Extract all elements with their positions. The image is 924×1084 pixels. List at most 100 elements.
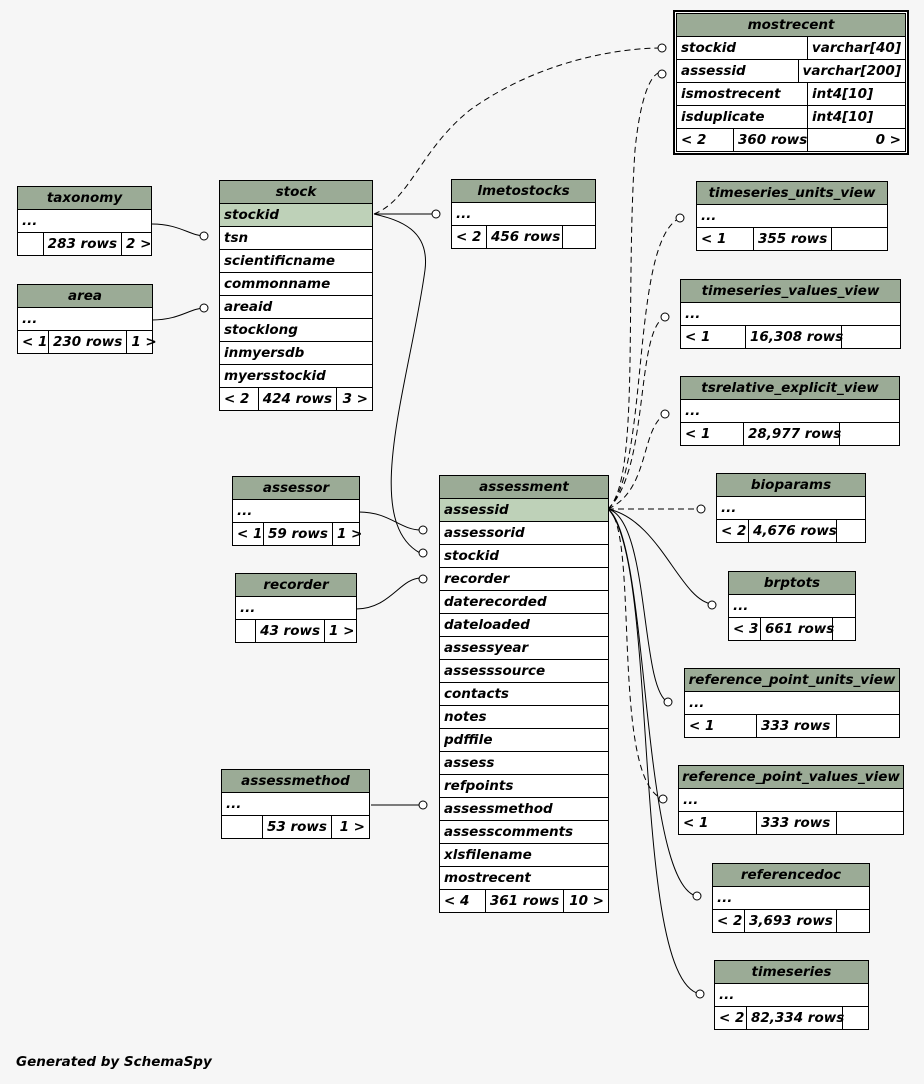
column-row[interactable]: ...	[681, 400, 899, 423]
column-row[interactable]: dateloaded	[440, 614, 608, 637]
parents-count[interactable]: < 2	[681, 132, 707, 148]
parents-count[interactable]: < 2	[224, 391, 250, 407]
table-title[interactable]: timeseries_values_view	[681, 280, 900, 303]
parents-count[interactable]: < 3	[733, 621, 759, 637]
column-row[interactable]: tsn	[220, 227, 372, 250]
column-row[interactable]: ...	[452, 203, 595, 226]
table-title[interactable]: reference_point_values_view	[679, 766, 903, 789]
column-row[interactable]: ...	[681, 303, 900, 326]
parents-count[interactable]: < 2	[456, 229, 482, 245]
table-title[interactable]: assessor	[233, 477, 359, 500]
table-title[interactable]: lmetostocks	[452, 180, 595, 203]
column-row[interactable]: assessyear	[440, 637, 608, 660]
column-row[interactable]: inmyersdb	[220, 342, 372, 365]
children-count[interactable]	[836, 910, 869, 932]
table-title[interactable]: assessment	[440, 476, 608, 499]
table-title[interactable]: timeseries_units_view	[697, 182, 887, 205]
parents-count[interactable]	[222, 816, 262, 838]
column-row[interactable]: pdffile	[440, 729, 608, 752]
table-title[interactable]: bioparams	[717, 474, 865, 497]
column-row[interactable]: commonname	[220, 273, 372, 296]
column-row[interactable]: ...	[715, 984, 868, 1007]
column-row-primary-key[interactable]: stockid	[220, 204, 372, 227]
children-count[interactable]	[831, 228, 887, 250]
column-row[interactable]: ...	[697, 205, 887, 228]
children-count[interactable]: 0 >	[807, 129, 905, 151]
children-count[interactable]	[841, 326, 900, 348]
parents-count[interactable]: < 2	[719, 1010, 745, 1026]
table-assessment[interactable]: assessment assessid assessorid stockid r…	[439, 475, 609, 913]
children-count[interactable]	[839, 423, 899, 445]
table-title[interactable]: timeseries	[715, 961, 868, 984]
column-row[interactable]: stockid	[440, 545, 608, 568]
parents-count[interactable]: < 2	[717, 913, 743, 929]
parents-count[interactable]: < 1	[237, 526, 263, 542]
table-title[interactable]: taxonomy	[18, 187, 151, 210]
column-row[interactable]: contacts	[440, 683, 608, 706]
column-row[interactable]: mostrecent	[440, 867, 608, 890]
children-count[interactable]: 1 >	[324, 620, 356, 642]
column-row[interactable]: myersstockid	[220, 365, 372, 388]
parents-count[interactable]: < 1	[683, 815, 709, 831]
table-title[interactable]: mostrecent	[677, 14, 905, 37]
children-count[interactable]	[842, 1007, 868, 1029]
table-title[interactable]: tsrelative_explicit_view	[681, 377, 899, 400]
parents-count[interactable]	[236, 620, 255, 642]
table-title[interactable]: recorder	[236, 574, 356, 597]
column-row[interactable]: assess	[440, 752, 608, 775]
column-row[interactable]: ...	[18, 210, 151, 233]
column-row[interactable]: recorder	[440, 568, 608, 591]
column-row[interactable]: assesssource	[440, 660, 608, 683]
parents-count[interactable]: < 4	[444, 893, 470, 909]
parents-count[interactable]: < 1	[689, 718, 715, 734]
column-row[interactable]: ...	[233, 500, 359, 523]
children-count[interactable]	[832, 618, 855, 640]
column-row-primary-key[interactable]: assessid	[440, 499, 608, 522]
column-row[interactable]: ...	[713, 887, 869, 910]
column-row[interactable]: assessorid	[440, 522, 608, 545]
table-title[interactable]: reference_point_units_view	[685, 669, 899, 692]
children-count[interactable]: 1 >	[331, 523, 364, 545]
children-count[interactable]: 2 >	[121, 233, 151, 255]
children-count[interactable]	[562, 226, 595, 248]
column-row[interactable]: areaid	[220, 296, 372, 319]
table-title[interactable]: stock	[220, 181, 372, 204]
table-title[interactable]: assessmethod	[222, 770, 369, 793]
table-title[interactable]: area	[18, 285, 152, 308]
parents-count[interactable]: < 1	[685, 426, 711, 442]
column-row[interactable]: refpoints	[440, 775, 608, 798]
column-row[interactable]: notes	[440, 706, 608, 729]
parents-count[interactable]: < 2	[721, 523, 747, 539]
column-row[interactable]: stocklong	[220, 319, 372, 342]
children-count[interactable]	[836, 715, 899, 737]
column-row[interactable]: assesscomments	[440, 821, 608, 844]
column-row[interactable]: daterecorded	[440, 591, 608, 614]
children-count[interactable]	[836, 812, 903, 834]
column-row[interactable]: xlsfilename	[440, 844, 608, 867]
children-count[interactable]: 1 >	[331, 816, 369, 838]
children-count[interactable]: 10 >	[563, 890, 608, 912]
column-row[interactable]: ...	[18, 308, 152, 331]
children-count[interactable]: 1 >	[126, 331, 157, 353]
children-count[interactable]: 3 >	[336, 388, 372, 410]
column-row[interactable]: ...	[717, 497, 865, 520]
column-row[interactable]: assessmethod	[440, 798, 608, 821]
table-title[interactable]: brptots	[729, 572, 855, 595]
children-count[interactable]	[836, 520, 865, 542]
